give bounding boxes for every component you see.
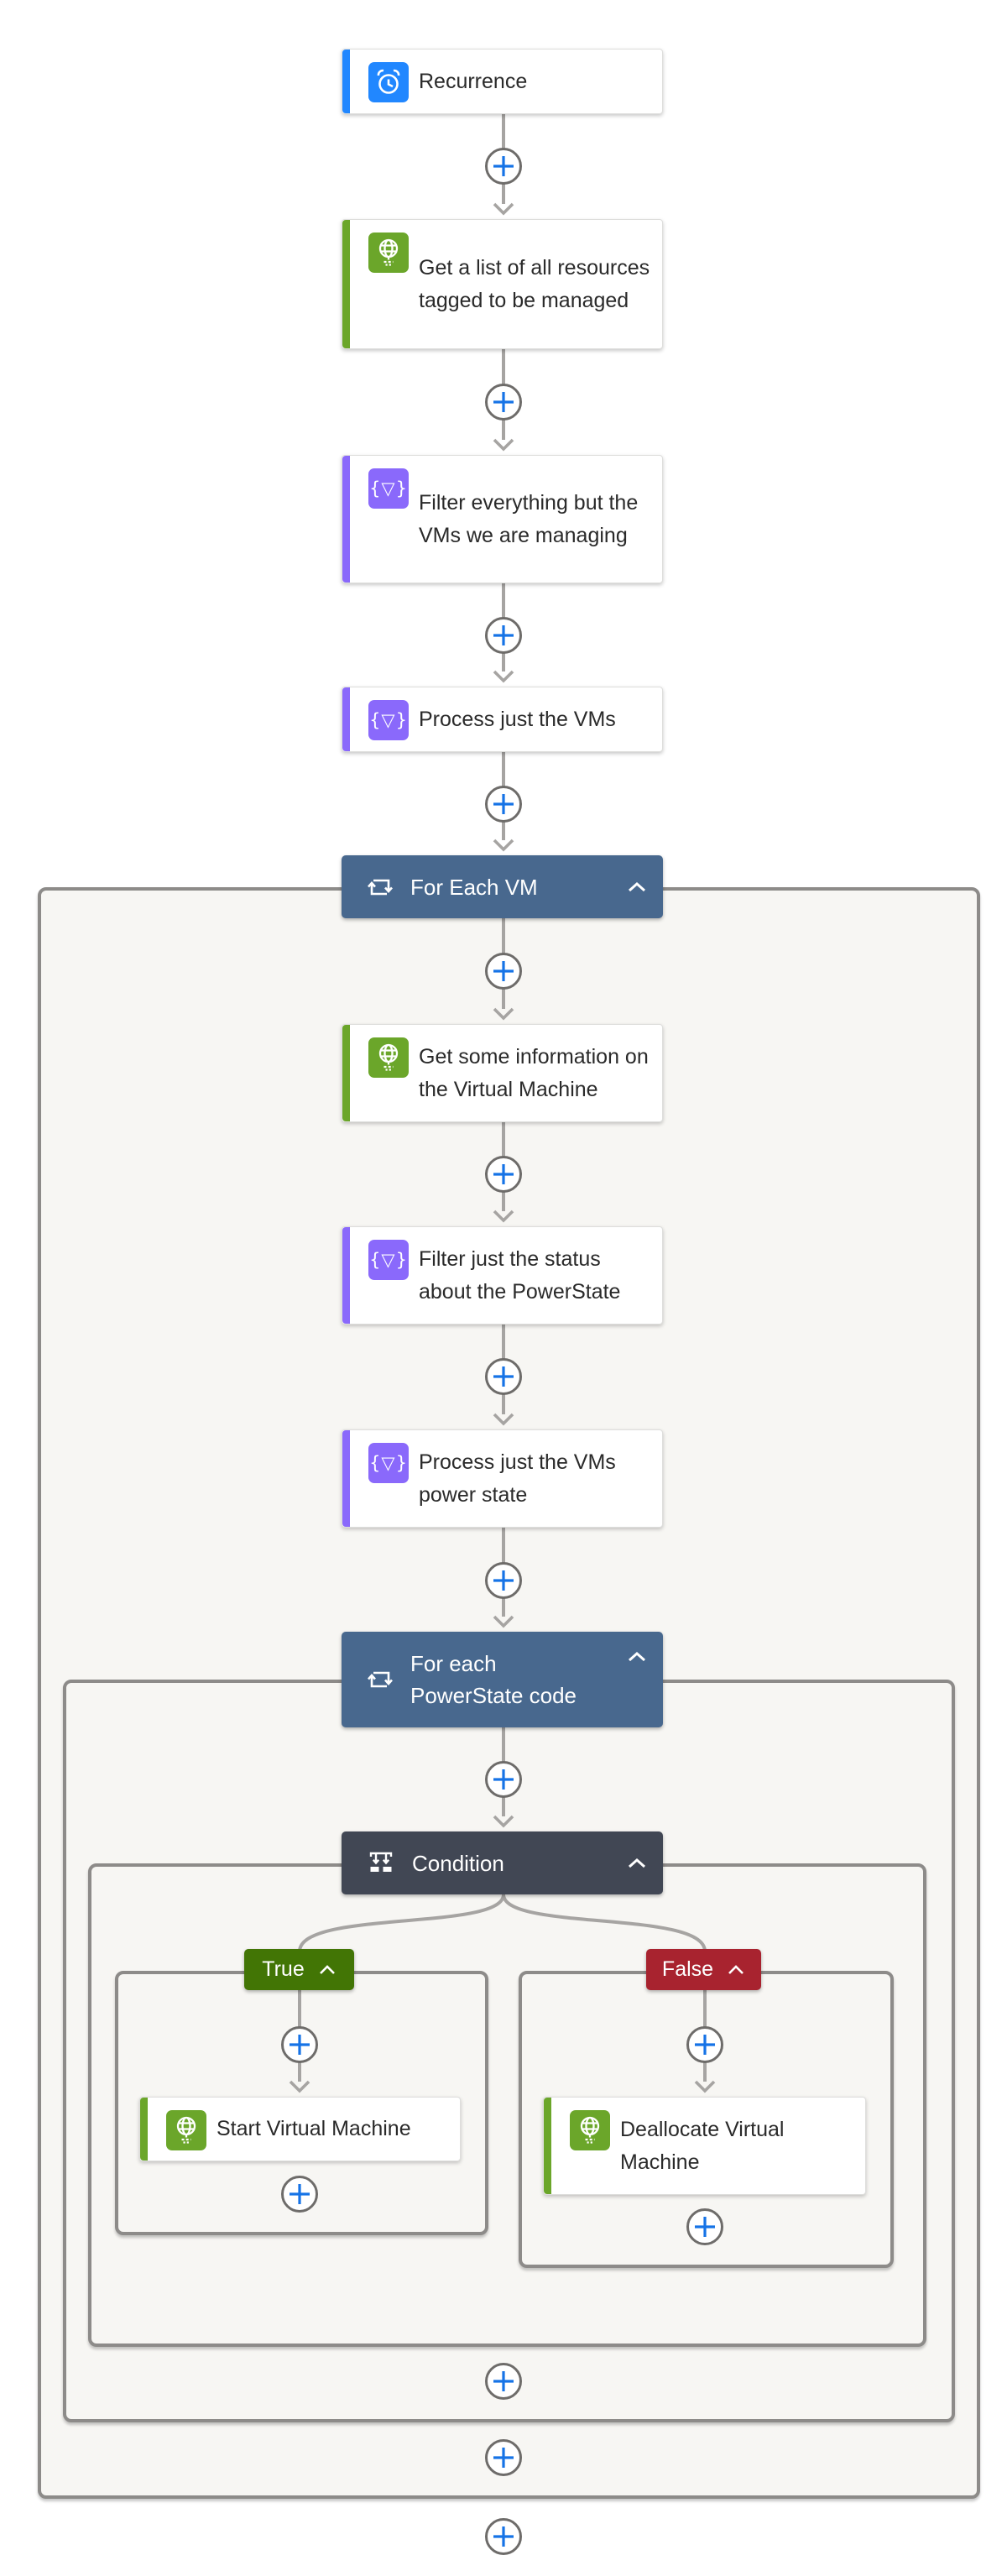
arrowhead-icon [493,202,514,216]
insert-step-button[interactable] [281,2026,318,2063]
action-title: Deallocate Virtual Machine [620,2117,785,2174]
arrowhead-icon [493,438,514,452]
globe-icon [368,233,409,273]
insert-step-button[interactable] [686,2026,723,2063]
scope-header-foreach-powerstate[interactable]: For each PowerState code [342,1632,663,1727]
action-title: Filter just the status about the PowerSt… [419,1246,621,1304]
action-title: Filter everything but the VMs we are man… [419,490,639,547]
loop-icon [366,874,394,901]
action-card-process-vms[interactable]: {▽} Process just the VMs [342,687,663,752]
accent-bar [544,2098,551,2194]
action-title: Get a list of all resources tagged to be… [419,255,650,312]
insert-step-button[interactable] [686,2208,723,2245]
scope-header-foreach-vm[interactable]: For Each VM [342,855,663,918]
accent-bar [342,50,350,113]
insert-step-button[interactable] [485,2439,522,2476]
arrowhead-icon [289,2080,310,2093]
insert-step-button[interactable] [485,1358,522,1395]
accent-bar [342,687,350,751]
insert-step-button[interactable] [485,384,522,421]
filter-code-icon: {▽} [368,1240,409,1280]
scope-header-condition[interactable]: Condition [342,1831,663,1894]
insert-step-button[interactable] [485,786,522,823]
accent-bar [140,2098,148,2161]
action-card-start-vm[interactable]: Start Virtual Machine [139,2097,461,2161]
insert-step-button[interactable] [281,2176,318,2213]
action-title: Process just the VMs power state [419,1450,616,1507]
alarm-clock-icon [368,62,409,102]
chevron-up-icon[interactable] [626,1857,648,1870]
insert-step-button[interactable] [485,1156,522,1193]
insert-step-button[interactable] [485,2363,522,2400]
action-card-get-info[interactable]: Get some information on the Virtual Mach… [342,1024,663,1122]
arrowhead-icon [493,1815,514,1828]
action-title: Get some information on the Virtual Mach… [419,1044,649,1101]
insert-step-button[interactable] [485,2518,522,2555]
trigger-card-recurrence[interactable]: Recurrence [342,49,663,114]
action-title: Recurrence [419,69,528,93]
arrowhead-icon [493,1615,514,1628]
globe-icon [368,1037,409,1078]
arrowhead-icon [493,1413,514,1426]
accent-bar [342,1430,350,1527]
scope-title: For each PowerState code [410,1651,577,1708]
action-card-process-power[interactable]: {▽} Process just the VMs power state [342,1429,663,1528]
loop-icon [366,1666,394,1693]
action-card-filter-vms[interactable]: {▽} Filter everything but the VMs we are… [342,455,663,583]
action-card-deallocate-vm[interactable]: Deallocate Virtual Machine [543,2097,866,2195]
branch-label: True [262,1957,305,1981]
chevron-up-icon[interactable] [318,1964,337,1976]
true-branch-badge[interactable]: True [244,1949,354,1990]
action-card-filter-status[interactable]: {▽} Filter just the status about the Pow… [342,1226,663,1325]
scope-title: For Each VM [410,874,538,900]
chevron-up-icon[interactable] [626,880,648,894]
insert-step-button[interactable] [485,1761,522,1798]
false-branch-badge[interactable]: False [646,1949,761,1990]
condition-fork-connector [298,1894,707,1952]
arrowhead-icon [493,1007,514,1021]
action-title: Process just the VMs [419,707,616,731]
accent-bar [342,456,350,583]
branch-label: False [661,1957,714,1981]
filter-code-icon: {▽} [368,468,409,509]
globe-icon [570,2110,610,2150]
action-card-get-list[interactable]: Get a list of all resources tagged to be… [342,219,663,349]
accent-bar [342,220,350,348]
accent-bar [342,1227,350,1324]
globe-icon [166,2110,206,2150]
insert-step-button[interactable] [485,953,522,990]
arrowhead-icon [493,670,514,683]
chevron-up-icon[interactable] [626,1650,648,1664]
arrowhead-icon [493,1210,514,1223]
insert-step-button[interactable] [485,148,522,185]
insert-step-button[interactable] [485,617,522,654]
accent-bar [342,1025,350,1121]
scope-title: Condition [412,1850,504,1876]
filter-code-icon: {▽} [368,700,409,740]
insert-step-button[interactable] [485,1562,522,1599]
arrowhead-icon [694,2080,716,2093]
arrowhead-icon [493,839,514,852]
condition-icon [366,1850,396,1877]
filter-code-icon: {▽} [368,1443,409,1483]
action-title: Start Virtual Machine [217,2117,411,2140]
chevron-up-icon[interactable] [727,1964,745,1976]
